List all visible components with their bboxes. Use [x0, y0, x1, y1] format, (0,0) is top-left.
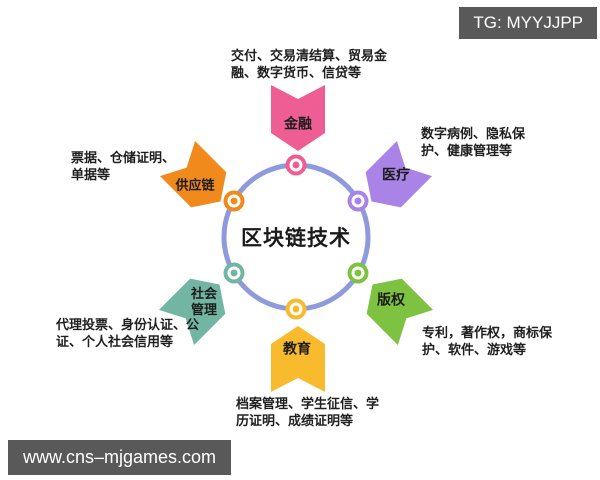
- ribbon-copyright-arrow: [366, 278, 434, 346]
- education-desc: 档案管理、学生征信、学 历证明、成绩证明等: [236, 395, 379, 429]
- medical-desc: 数字病例、隐私保 护、健康管理等: [421, 125, 525, 159]
- telegram-badge: TG: MYYJJPP: [459, 7, 597, 39]
- education-desc-line2: 历证明、成绩证明等: [236, 413, 354, 428]
- website-watermark: www.cns–mjgames.com: [8, 440, 232, 475]
- ribbon-supply-arrow: [159, 140, 227, 208]
- medical-desc-line1: 数字病例、隐私保: [421, 126, 526, 141]
- node-education: [285, 298, 307, 320]
- ribbon-finance-arrow: [271, 85, 325, 151]
- education-desc-line1: 档案管理、学生征信、学: [236, 396, 380, 411]
- finance-desc-line1: 交付、交易清结算、贸易金: [231, 48, 388, 63]
- node-social: [223, 262, 245, 284]
- supply-desc-line1: 票据、仓储证明、: [71, 150, 176, 165]
- ribbon-finance-label: 金融: [284, 115, 312, 132]
- node-supply: [223, 190, 245, 212]
- node-finance: [285, 154, 307, 176]
- social-desc-line1: 代理投票、身份认证、公: [56, 317, 200, 332]
- copyright-desc: 专利，著作权，商标保 护、软件、游戏等: [422, 324, 552, 358]
- ribbon-social-arrow: [158, 278, 226, 346]
- social-desc-line2: 证、个人社会信用等: [56, 334, 174, 349]
- diagram-title: 区块链技术: [241, 227, 351, 250]
- finance-desc: 交付、交易清结算、贸易金 融、数字货币、信贷等: [231, 47, 387, 81]
- ribbon-supply-label: 供应链: [175, 177, 215, 193]
- ribbon-copyright-label: 版权: [377, 291, 405, 308]
- medical-desc-line2: 护、健康管理等: [421, 143, 513, 158]
- ribbon-education-arrow: [271, 326, 325, 392]
- finance-desc-line2: 融、数字货币、信贷等: [231, 65, 362, 80]
- supply-desc: 票据、仓储证明、 单据等: [71, 149, 175, 183]
- supply-desc-line2: 单据等: [71, 167, 111, 182]
- node-copyright: [347, 262, 369, 284]
- copyright-desc-line1: 专利，著作权，商标保: [422, 325, 553, 340]
- ribbon-education-label: 教育: [283, 340, 311, 357]
- ribbon-social-label: 社会管理: [190, 286, 217, 317]
- ribbon-medical-label: 医疗: [382, 166, 410, 183]
- copyright-desc-line2: 护、软件、游戏等: [422, 342, 527, 357]
- social-desc: 代理投票、身份认证、公 证、个人社会信用等: [56, 316, 199, 350]
- ribbon-medical-arrow: [365, 140, 433, 208]
- node-medical: [347, 190, 369, 212]
